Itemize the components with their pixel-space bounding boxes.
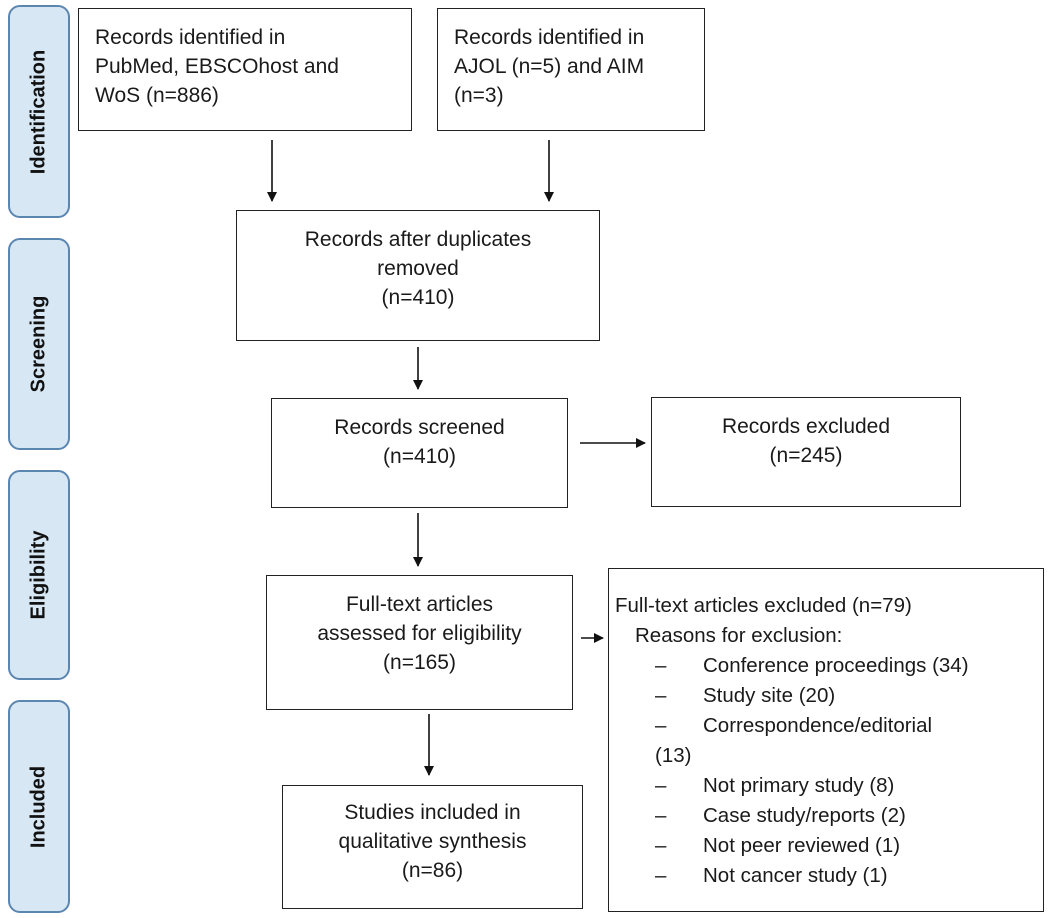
box-line: Records identified in	[95, 26, 286, 49]
list-item: – Study site (20)	[655, 681, 1033, 711]
studies-included-box: Studies included in qualitative synthesi…	[282, 785, 583, 909]
records-screened-box: Records screened (n=410)	[271, 398, 568, 508]
list-item-continuation: (13)	[655, 741, 1033, 771]
reason-text: Not cancer study (1)	[703, 864, 888, 887]
box-line: (n=165)	[383, 651, 456, 674]
box-line: qualitative synthesis	[338, 830, 527, 853]
dash-bullet: –	[655, 834, 667, 857]
reason-text: Conference proceedings (34)	[703, 654, 969, 677]
reason-text: Not primary study (8)	[703, 774, 895, 797]
box-line: (n=86)	[401, 859, 464, 882]
dash-bullet: –	[655, 774, 667, 797]
phase-eligibility: Eligibility	[8, 470, 70, 680]
list-item: – Not primary study (8)	[655, 771, 1033, 801]
phase-screening: Screening	[8, 238, 70, 450]
box-line: WoS (n=886)	[95, 84, 219, 107]
list-item: – Case study/reports (2)	[655, 801, 1033, 831]
box-line: (n=410)	[383, 445, 456, 468]
records-excluded-box: Records excluded (n=245)	[651, 397, 961, 507]
box-line: Records screened	[334, 416, 505, 439]
box-line: PubMed, EBSCOhost and	[95, 55, 339, 78]
records-identified-other-box: Records identified in AJOL (n=5) and AIM…	[437, 8, 705, 131]
phase-identification: Identification	[8, 5, 70, 218]
reason-text: Study site (20)	[703, 684, 836, 707]
box-line: (n=410)	[381, 286, 455, 309]
box-line: removed	[377, 257, 459, 280]
records-after-duplicates-box: Records after duplicates removed (n=410)	[236, 210, 600, 341]
dash-bullet: –	[655, 864, 667, 887]
fulltext-assessed-box: Full-text articles assessed for eligibil…	[266, 575, 573, 710]
reason-text: Not peer reviewed (1)	[703, 834, 901, 857]
list-item: – Not cancer study (1)	[655, 861, 1033, 891]
list-item: – Not peer reviewed (1)	[655, 831, 1033, 861]
list-item: – Correspondence/editorial	[655, 711, 1033, 741]
box-line: Records after duplicates	[304, 228, 532, 251]
records-identified-databases-box: Records identified in PubMed, EBSCOhost …	[78, 8, 412, 131]
dash-bullet: –	[655, 714, 667, 737]
box-line: AJOL (n=5) and AIM	[454, 55, 645, 78]
reasons-list: – Conference proceedings (34) – Study site…	[615, 651, 1033, 891]
list-item: – Conference proceedings (34)	[655, 651, 1033, 681]
reason-text: Case study/reports (2)	[703, 804, 906, 827]
phase-included: Included	[8, 700, 70, 913]
reason-text: Correspondence/editorial	[703, 714, 933, 737]
box-line: (n=3)	[454, 84, 504, 107]
dash-bullet: –	[655, 684, 667, 707]
box-line: assessed for eligibility	[317, 622, 522, 645]
box-line: Records excluded	[721, 415, 891, 438]
box-line: Records identified in	[454, 26, 645, 49]
fulltext-excluded-title: Full-text articles excluded (n=79)	[615, 594, 912, 617]
box-line: Full-text articles	[345, 593, 494, 616]
fulltext-excluded-box: Full-text articles excluded (n=79) Reaso…	[608, 568, 1044, 912]
reasons-heading: Reasons for exclusion:	[635, 624, 843, 647]
box-line: Studies included in	[344, 801, 521, 824]
reason-text: (13)	[655, 744, 692, 767]
box-line: (n=245)	[769, 444, 843, 467]
dash-bullet: –	[655, 804, 667, 827]
dash-bullet: –	[655, 654, 667, 677]
